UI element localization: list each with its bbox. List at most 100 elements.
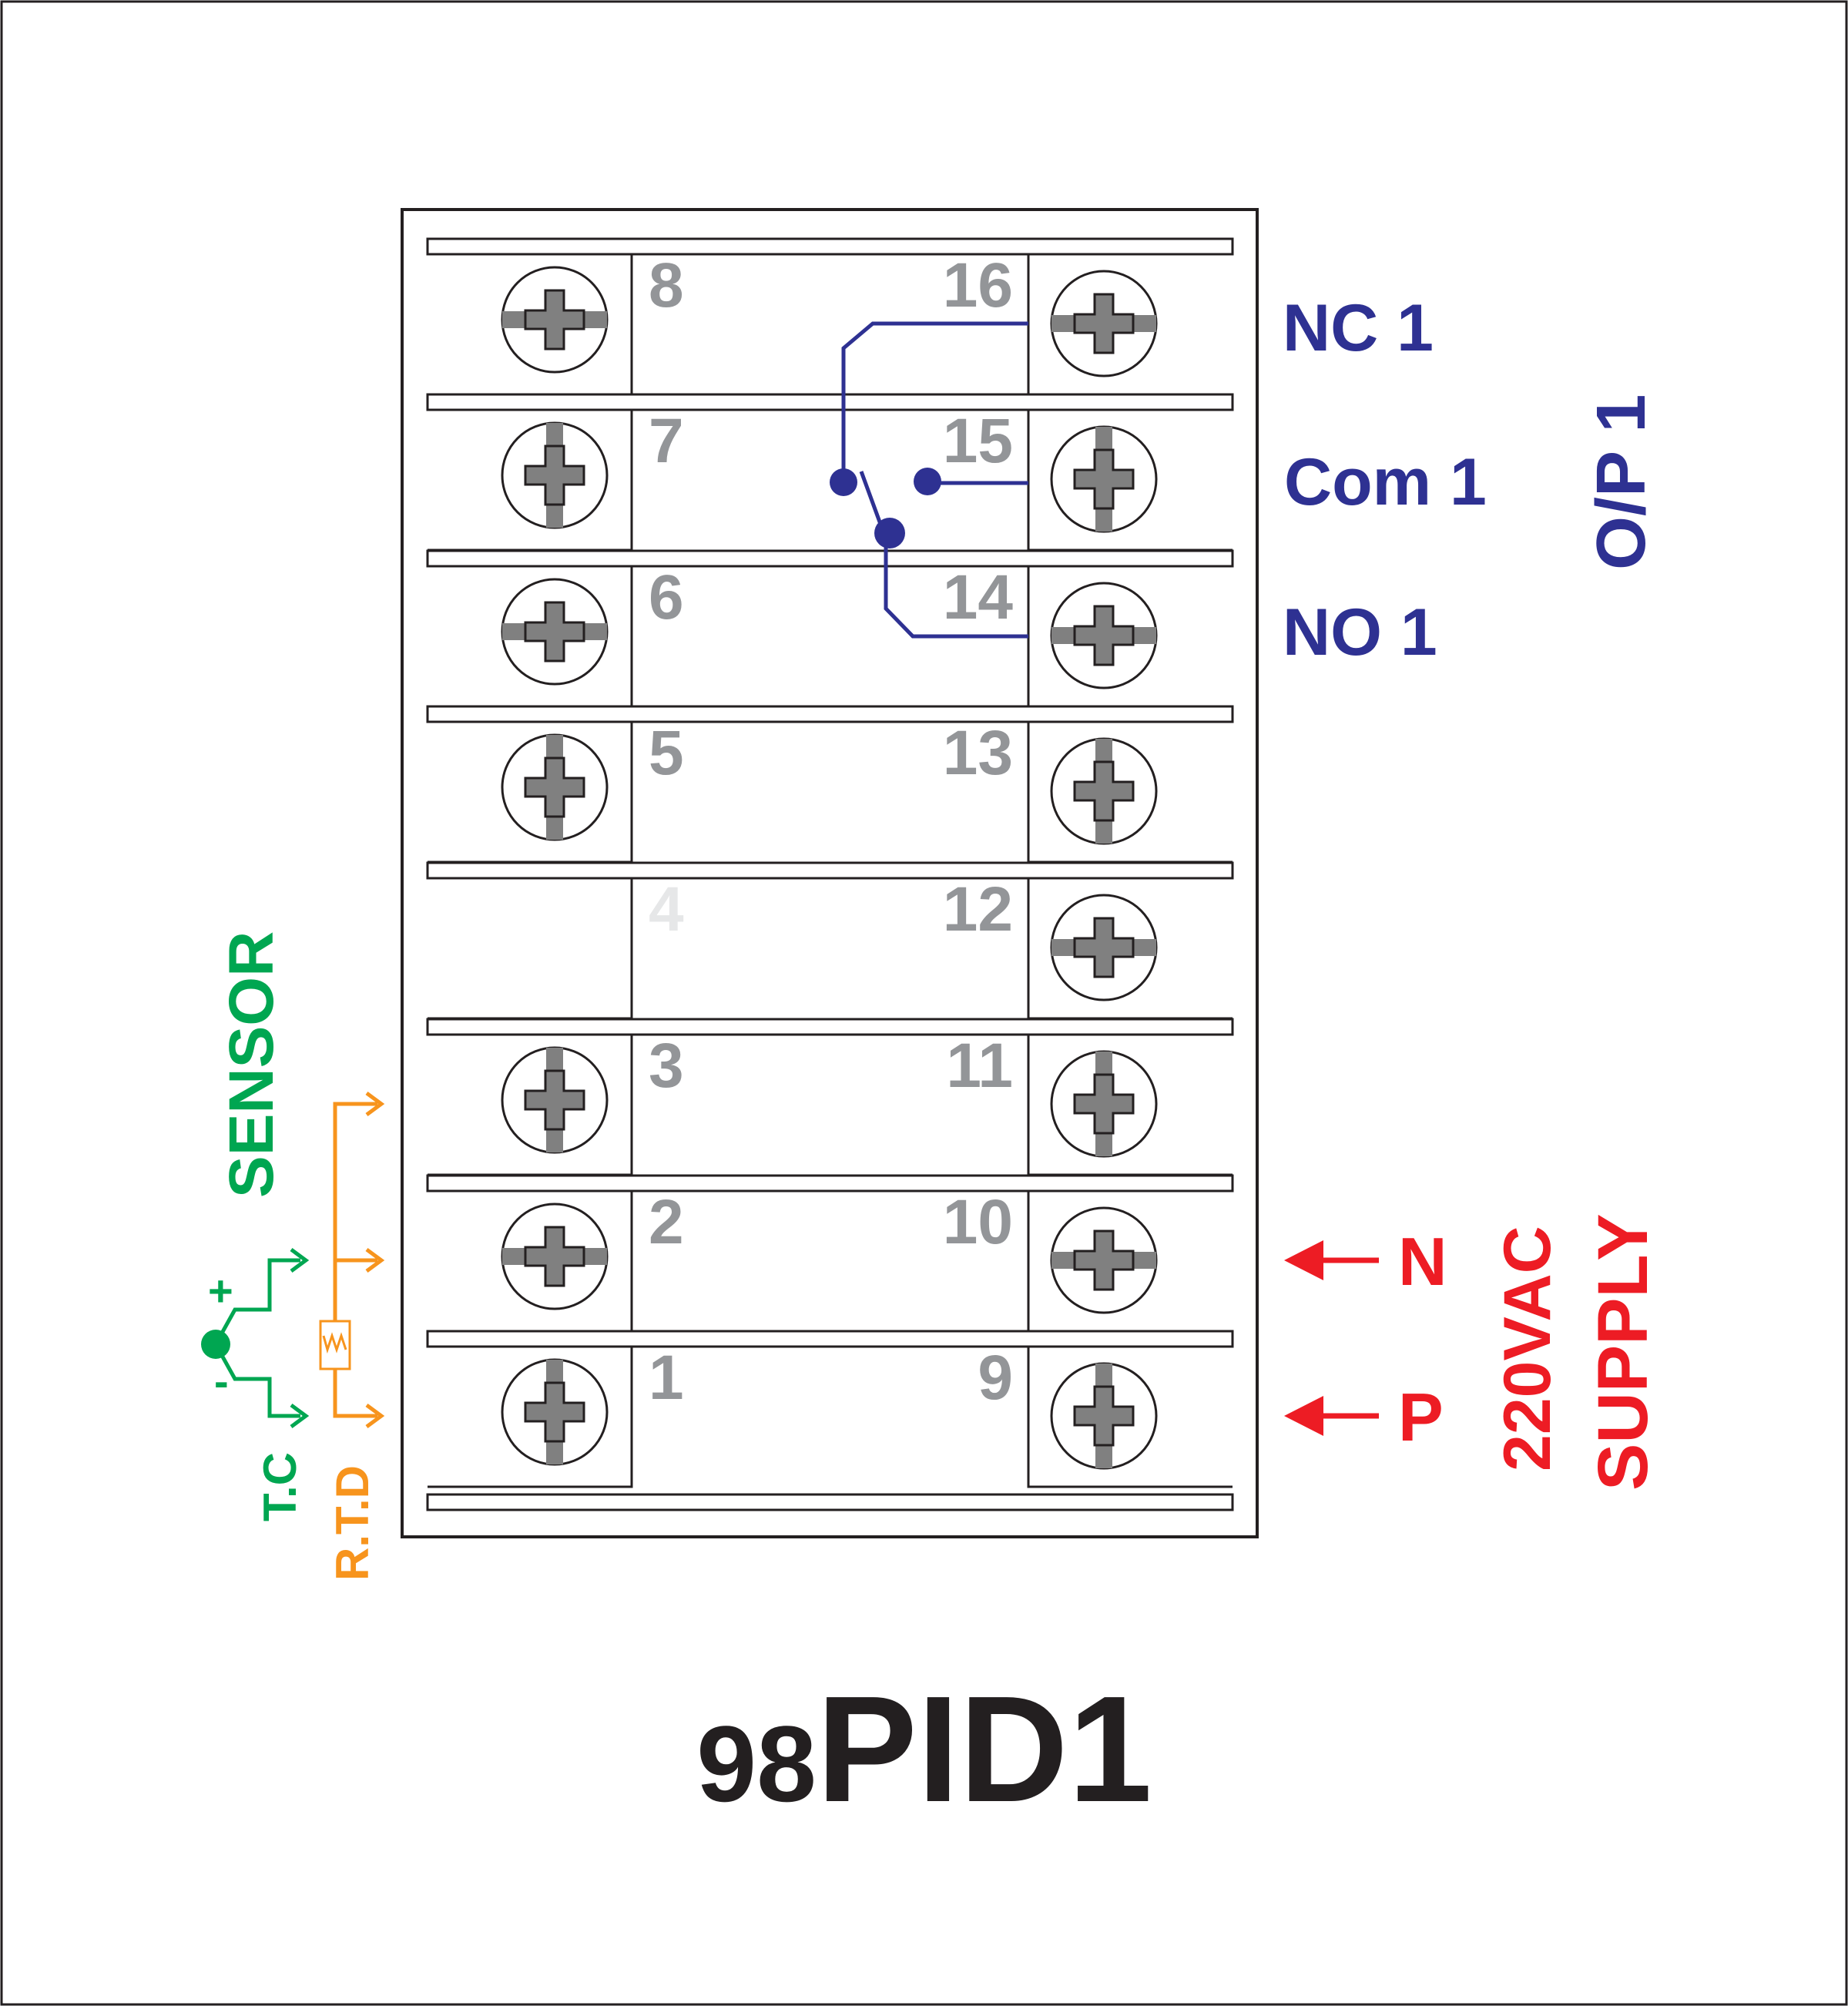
terminal-8[interactable]: 8 xyxy=(428,250,684,396)
terminal-16[interactable]: 16 xyxy=(943,250,1233,396)
terminal-cell xyxy=(428,1033,633,1176)
terminal-number: 5 xyxy=(649,718,684,788)
terminal-13[interactable]: 13 xyxy=(943,718,1233,864)
terminal-14[interactable]: 14 xyxy=(943,562,1233,708)
terminal-number: 13 xyxy=(943,718,1013,788)
screw-cross xyxy=(1073,760,1135,822)
terminal-screw[interactable] xyxy=(501,578,609,686)
slot-bar xyxy=(426,1493,1234,1511)
nc-wire xyxy=(841,321,1028,484)
terminal-screw[interactable] xyxy=(501,1358,609,1466)
op1-label: O/P 1 xyxy=(1583,394,1660,570)
supply-voltage-label: 220VAC xyxy=(1491,1226,1565,1471)
no-wire xyxy=(884,535,1028,639)
slot-bar xyxy=(426,549,1234,568)
terminal-screw[interactable] xyxy=(501,733,609,841)
terminal-number: 6 xyxy=(649,562,684,632)
terminal-5[interactable]: 5 xyxy=(428,718,684,864)
rtd-arrowhead-2 xyxy=(365,1247,385,1273)
terminal-screw[interactable] xyxy=(501,1046,609,1154)
terminal-9[interactable]: 9 xyxy=(978,1343,1233,1488)
terminal-12[interactable]: 12 xyxy=(943,874,1233,1020)
tc-plus-sign: + xyxy=(208,1266,233,1315)
tc-junction-dot xyxy=(201,1330,230,1359)
terminal-7[interactable]: 7 xyxy=(428,406,684,552)
terminal-slots xyxy=(426,237,1234,1511)
rtd-resistor-zigzag xyxy=(322,1332,347,1354)
terminal-11[interactable]: 11 xyxy=(946,1031,1233,1176)
phase-arrow-head xyxy=(1284,1396,1323,1436)
model-suffix: PID1 xyxy=(817,1665,1152,1833)
terminal-3[interactable]: 3 xyxy=(428,1031,684,1176)
terminal-screw[interactable] xyxy=(501,421,609,529)
screw-cross xyxy=(1073,293,1135,354)
tc-arrowhead-2 xyxy=(290,1247,310,1273)
screw-cross xyxy=(524,601,585,663)
terminal-screw[interactable] xyxy=(1050,1206,1158,1314)
terminal-4[interactable]: 4 xyxy=(428,874,684,1020)
slot-bar xyxy=(426,1174,1234,1193)
terminal-15[interactable]: 15 xyxy=(943,406,1233,552)
terminal-number: 7 xyxy=(649,406,684,476)
terminal-screw[interactable] xyxy=(1050,270,1158,377)
terminal-cell xyxy=(428,1189,633,1333)
tc-arrowhead-1 xyxy=(290,1403,310,1429)
terminal-cell xyxy=(1027,408,1233,552)
terminal-number: 11 xyxy=(946,1031,1013,1101)
terminal-screw[interactable] xyxy=(1050,894,1158,1001)
slot-bar xyxy=(426,861,1234,880)
contact-dot-com xyxy=(914,468,941,495)
contact-dot-nc xyxy=(830,468,857,496)
terminal-screw[interactable] xyxy=(501,266,609,374)
terminal-screw[interactable] xyxy=(1050,1050,1158,1158)
terminal-number: 9 xyxy=(978,1343,1013,1413)
terminal-number: 12 xyxy=(943,874,1013,944)
rtd-arrowhead-1 xyxy=(365,1403,385,1429)
right-terminal-column: 16 15 14 13 12 11 10 9 xyxy=(943,250,1233,1488)
slot-bar xyxy=(426,1018,1234,1036)
terminal-cell xyxy=(1027,1033,1233,1176)
terminal-number: 16 xyxy=(943,250,1013,320)
left-terminal-column: 8 7 6 5 4 3 2 1 xyxy=(428,250,684,1488)
tc-minus-wire xyxy=(213,1343,300,1418)
terminal-10[interactable]: 10 xyxy=(943,1187,1233,1333)
phase-label: P xyxy=(1398,1379,1444,1455)
terminal-screw[interactable] xyxy=(1050,737,1158,845)
terminal-1[interactable]: 1 xyxy=(428,1343,684,1488)
terminal-cell xyxy=(1027,720,1233,864)
terminal-number: 15 xyxy=(943,406,1013,476)
terminal-block: 8 7 6 5 4 3 2 1 16 15 14 13 12 11 10 9 xyxy=(401,208,1259,1538)
screw-cross xyxy=(524,444,585,506)
tc-plus-wire xyxy=(213,1258,300,1346)
nc1-label: NC 1 xyxy=(1283,291,1434,365)
terminal-6[interactable]: 6 xyxy=(428,562,684,708)
rtd-arrowhead-3 xyxy=(365,1091,385,1117)
tc-label: T.C xyxy=(254,1452,306,1521)
tc-minus-sign: - xyxy=(214,1357,229,1405)
slot-bar xyxy=(426,237,1234,256)
terminal-cell xyxy=(1027,1189,1233,1333)
terminal-cell xyxy=(428,877,633,1020)
sensor-title: SENSOR xyxy=(216,931,287,1198)
terminal-cell xyxy=(428,253,633,396)
supply-group: N P 220VAC SUPPLY xyxy=(1284,1213,1662,1491)
terminal-screw[interactable] xyxy=(1050,1362,1158,1470)
screw-cross xyxy=(1073,917,1135,978)
model-prefix: 98 xyxy=(696,1703,817,1824)
neutral-arrow-head xyxy=(1284,1240,1323,1280)
terminal-number: 1 xyxy=(649,1343,684,1413)
com1-label: Com 1 xyxy=(1284,445,1487,519)
screw-cross xyxy=(524,289,585,351)
supply-label: SUPPLY xyxy=(1584,1213,1662,1491)
rtd-label: R.T.D xyxy=(327,1465,378,1581)
terminal-number: 4 xyxy=(649,874,684,944)
screw-cross xyxy=(1073,605,1135,666)
neutral-arrow xyxy=(1284,1240,1379,1280)
terminal-number: 2 xyxy=(649,1187,684,1257)
terminal-screw[interactable] xyxy=(1050,425,1158,533)
terminal-number: 14 xyxy=(943,562,1014,632)
terminal-2[interactable]: 2 xyxy=(428,1187,684,1333)
terminal-screw[interactable] xyxy=(501,1203,609,1310)
terminal-screw[interactable] xyxy=(1050,582,1158,689)
